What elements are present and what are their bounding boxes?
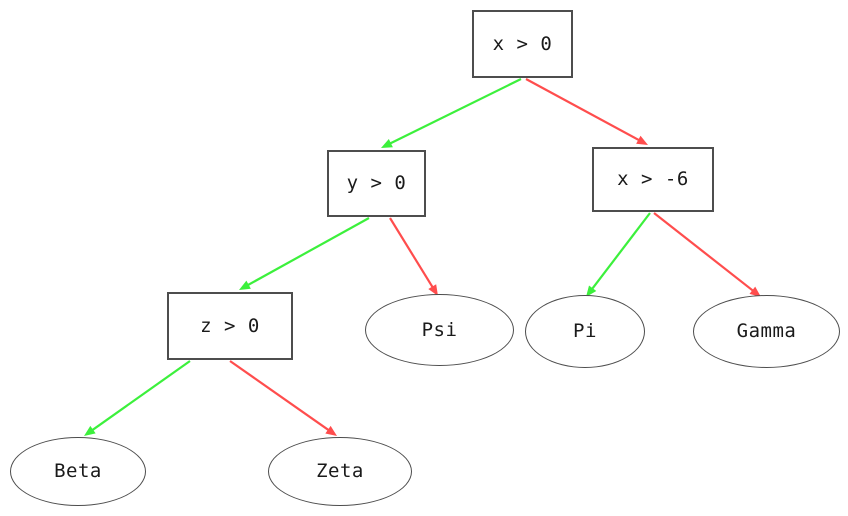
arrowhead-icon: [749, 286, 761, 297]
arrowhead-icon: [636, 135, 648, 145]
edge-line: [388, 78, 522, 146]
edge-zgt0-zeta: [229, 360, 337, 436]
node-label: Pi: [573, 320, 597, 342]
edge-line: [590, 212, 651, 291]
arrowhead-icon: [325, 425, 337, 436]
leaf-node-gamma[interactable]: Gamma: [693, 295, 840, 368]
edge-line: [653, 212, 755, 293]
edge-line: [389, 217, 435, 289]
arrowhead-icon: [239, 280, 251, 290]
arrowhead-icon: [586, 285, 597, 297]
edge-line: [229, 360, 331, 432]
edge-line: [525, 78, 641, 142]
edge-xgtm6-pi: [586, 212, 651, 297]
edge-line: [246, 217, 370, 287]
node-label: Beta: [54, 460, 102, 482]
decision-node-root[interactable]: x > 0: [472, 10, 573, 78]
edge-ygt0-psi: [389, 217, 438, 296]
node-label: Zeta: [316, 460, 364, 482]
node-label: x > -6: [617, 168, 689, 190]
edge-root-xgtm6: [525, 78, 648, 145]
leaf-node-psi[interactable]: Psi: [365, 294, 514, 366]
leaf-node-beta[interactable]: Beta: [10, 437, 146, 506]
edge-xgtm6-gamma: [653, 212, 761, 297]
leaf-node-pi[interactable]: Pi: [525, 295, 645, 368]
leaf-node-zeta[interactable]: Zeta: [268, 437, 412, 506]
edge-root-ygt0: [381, 78, 522, 148]
arrowhead-icon: [381, 139, 393, 148]
edge-zgt0-beta: [84, 360, 191, 436]
node-label: y > 0: [346, 172, 407, 194]
decision-node-xgtm6[interactable]: x > -6: [592, 147, 714, 212]
edge-line: [90, 360, 191, 432]
node-label: z > 0: [200, 314, 260, 337]
decision-node-zgt0[interactable]: z > 0: [167, 292, 293, 360]
node-label: Gamma: [736, 320, 797, 342]
node-label: Psi: [421, 318, 458, 341]
node-label: x > 0: [492, 32, 553, 55]
arrowhead-icon: [84, 425, 96, 436]
edge-ygt0-zgt0: [239, 217, 370, 290]
decision-node-ygt0[interactable]: y > 0: [327, 150, 426, 217]
